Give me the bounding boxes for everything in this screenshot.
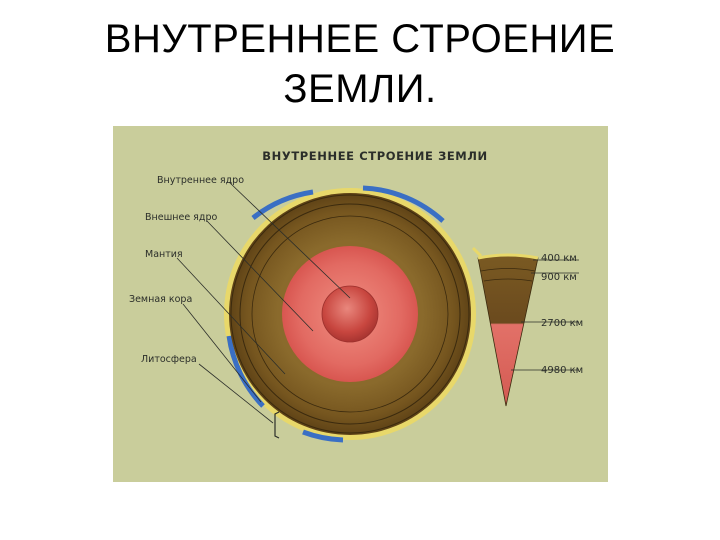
- depth-label-400: 400 км: [541, 253, 577, 264]
- leader-lithosphere: [198, 363, 274, 424]
- earth-structure-figure: ВНУТРЕННЕЕ СТРОЕНИЕ ЗЕМЛИ: [113, 126, 608, 482]
- label-leaders: [176, 181, 351, 424]
- wedge-body: [477, 254, 539, 407]
- wedge-boundary: [480, 268, 536, 272]
- ocean-patch: [302, 429, 344, 443]
- depth-label-2700: 2700 км: [541, 318, 583, 329]
- depth-label-900: 900 км: [541, 272, 577, 283]
- wedge-boundary: [483, 278, 533, 282]
- leader-inner-core: [228, 181, 351, 299]
- label-inner-core: Внутреннее ядро: [157, 175, 244, 186]
- depth-wedge: [471, 246, 539, 407]
- ocean-patch: [226, 335, 265, 408]
- ocean-patch: [251, 189, 314, 220]
- mantle-boundary: [239, 203, 461, 425]
- earth-cross-section: [224, 185, 476, 443]
- earth-structure-diagram: ВНУТРЕННЕЕ СТРОЕНИЕ ЗЕМЛИ: [129, 149, 583, 443]
- wedge-crust: [477, 253, 539, 260]
- slide-title: ВНУТРЕННЕЕ СТРОЕНИЕ ЗЕМЛИ.: [0, 14, 720, 114]
- label-outer-core: Внешнее ядро: [145, 212, 218, 223]
- lithosphere-boundary: [230, 194, 470, 434]
- slide-title-line1: ВНУТРЕННЕЕ СТРОЕНИЕ: [104, 17, 616, 61]
- inner-core: [321, 285, 379, 343]
- depth-leaders: [511, 259, 579, 371]
- figure-heading: ВНУТРЕННЕЕ СТРОЕНИЕ ЗЕМЛИ: [262, 149, 487, 163]
- leader-mantle: [176, 257, 286, 375]
- slide-title-line2: ЗЕМЛИ.: [283, 67, 437, 111]
- label-mantle: Мантия: [145, 249, 183, 260]
- leader-crust: [182, 303, 262, 403]
- mantle-boundary: [251, 215, 449, 413]
- leader-outer-core: [206, 220, 314, 332]
- label-crust: Земная кора: [129, 294, 192, 305]
- wedge-edge-mark: [471, 246, 483, 258]
- lithosphere-bracket: [274, 411, 280, 439]
- ocean-patch: [362, 185, 445, 223]
- label-lithosphere: Литосфера: [141, 354, 197, 365]
- depth-label-4980: 4980 км: [541, 365, 583, 376]
